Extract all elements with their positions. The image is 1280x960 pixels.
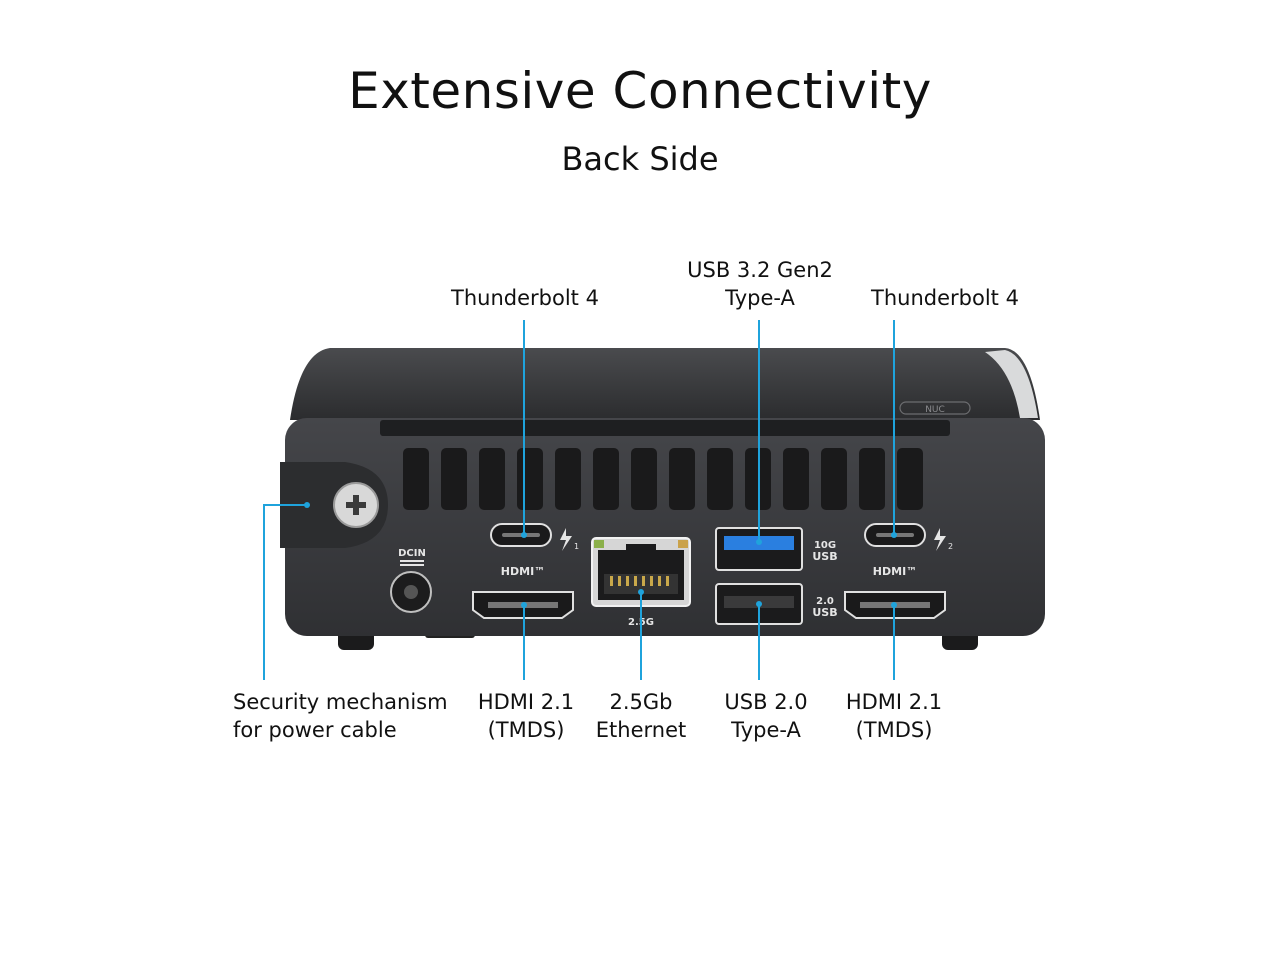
thunderbolt-index-label: 2	[948, 542, 953, 551]
usb-speed-label-top: 2.0	[816, 596, 834, 607]
callout-label-line2: Ethernet	[595, 718, 687, 742]
callout-label-line1: HDMI 2.1	[845, 690, 943, 714]
page-subtitle: Back Side	[561, 140, 719, 178]
callout-hdmi-1: HDMI 2.1 (TMDS)	[466, 688, 586, 744]
usb-speed-label-bottom: USB	[812, 550, 837, 563]
brand-text: NUC	[925, 405, 945, 415]
thunderbolt-index-label: 1	[574, 542, 579, 551]
callout-thunderbolt-2: Thunderbolt 4	[850, 284, 1040, 312]
callout-label-line1: USB 3.2 Gen2	[687, 258, 833, 282]
thunderbolt-icon	[934, 528, 946, 551]
hdmi-logo-text: HDMI™	[873, 565, 917, 578]
callout-usb32-gen2: USB 3.2 Gen2 Type-A	[665, 256, 855, 312]
leader-line-security	[263, 504, 307, 680]
callout-dots	[304, 502, 897, 608]
callout-security-mechanism: Security mechanism for power cable	[233, 688, 448, 744]
ethernet-port: 2.5G	[591, 537, 691, 628]
dc-in-port: DCIN	[390, 548, 432, 613]
callout-label-line1: USB 2.0	[724, 690, 808, 714]
chassis-top-edge-highlight	[985, 350, 1038, 418]
callout-label-line1: HDMI 2.1	[477, 690, 575, 714]
hdmi-logo-text: HDMI™	[501, 565, 545, 578]
security-mechanism	[280, 462, 388, 548]
chassis-top	[290, 348, 1040, 420]
callout-thunderbolt-1: Thunderbolt 4	[430, 284, 620, 312]
usb-3-2-port: 10G USB	[715, 527, 838, 571]
usb-speed-label-bottom: USB	[812, 606, 837, 619]
chassis-body	[285, 418, 1045, 636]
callout-label-line1: 2.5Gb	[609, 690, 673, 714]
usb-speed-label-top: 10G	[814, 540, 836, 551]
page-title: Extensive Connectivity	[348, 62, 932, 120]
chassis-groove	[380, 420, 950, 436]
callout-leader-lines	[263, 320, 895, 680]
callout-label: Thunderbolt 4	[871, 286, 1019, 310]
callout-label: Thunderbolt 4	[451, 286, 599, 310]
thunderbolt-icon	[560, 528, 572, 551]
callout-label-line2: for power cable	[233, 718, 397, 742]
nuc-logo: NUC	[899, 401, 971, 415]
callout-label-line1: Security mechanism	[233, 690, 448, 714]
dcin-label: DCIN	[398, 548, 426, 559]
callout-usb20: USB 2.0 Type-A	[706, 688, 826, 744]
callout-label-line2: Type-A	[731, 718, 801, 742]
callout-ethernet: 2.5Gb Ethernet	[581, 688, 701, 744]
callout-label-line2: (TMDS)	[487, 718, 565, 742]
callout-label-line2: (TMDS)	[855, 718, 933, 742]
callout-hdmi-2: HDMI 2.1 (TMDS)	[834, 688, 954, 744]
callout-label-line2: Type-A	[725, 286, 795, 310]
